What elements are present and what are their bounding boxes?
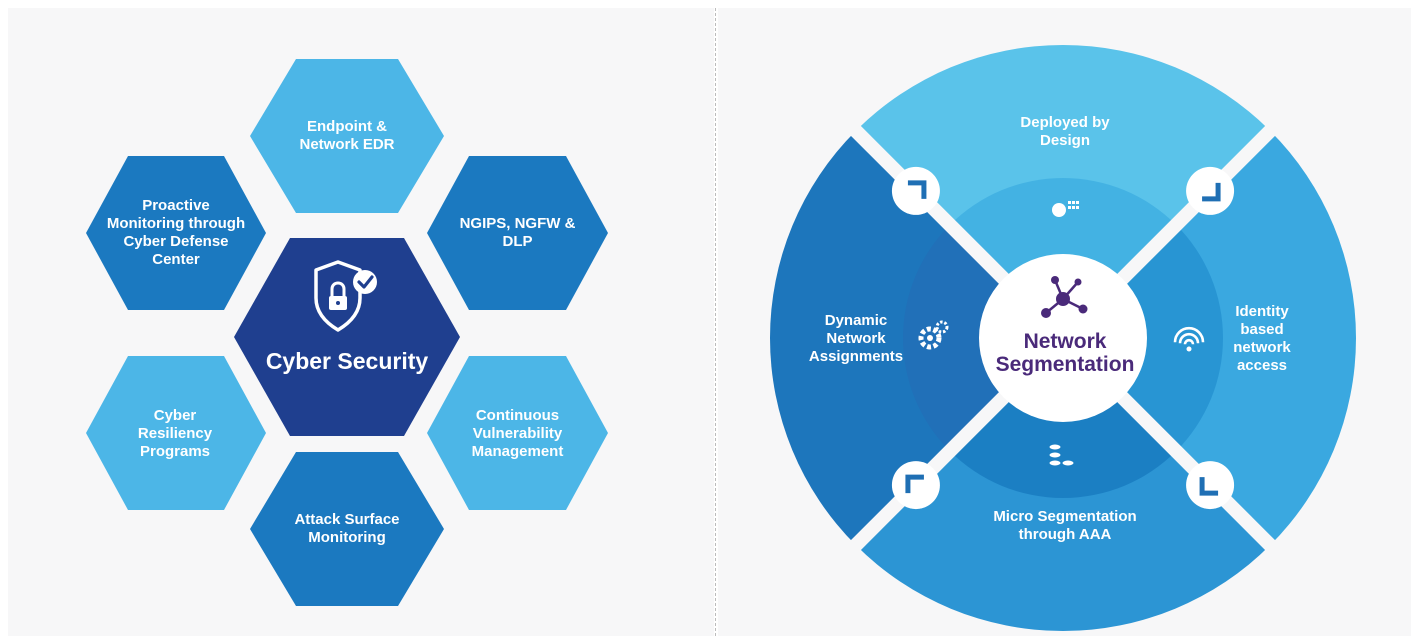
separator-3	[1108, 123, 1278, 293]
separator-0	[1108, 383, 1278, 553]
corner-badge-top-right-bracket-icon	[1202, 182, 1221, 202]
shield-lock-check-icon	[314, 260, 377, 332]
coins-icon-1	[1061, 459, 1075, 467]
gears-icon	[918, 326, 942, 350]
brain-pixel-dot	[1068, 206, 1071, 209]
gears-icon-small	[935, 320, 949, 334]
segment-top-label: Deployed by Design	[1020, 114, 1110, 149]
brain-pixel-dot	[1068, 201, 1071, 204]
wifi-icon-arc-0	[1173, 326, 1205, 343]
hexagon-ngips-label: NGIPS, NGFW & DLP	[459, 215, 576, 250]
corner-badge-bottom-left	[891, 461, 940, 510]
hexagon-proactive	[86, 156, 266, 310]
panel-divider	[715, 8, 716, 636]
segment-left-label: Dynamic Network Assignments	[808, 312, 904, 365]
center-hex-label: Cyber Security	[265, 348, 429, 374]
wifi-icon-arc-2	[1183, 338, 1195, 345]
center-circle-label-line1: Network	[1023, 330, 1107, 353]
corner-badge-bottom-right-bracket-icon	[1199, 477, 1219, 496]
wifi-icon-dot	[1186, 346, 1192, 352]
corner-badge-top-right	[1186, 166, 1235, 215]
corner-badge-bottom-right	[1186, 461, 1235, 510]
wifi-icon-arc-1	[1178, 332, 1200, 344]
network-nodes-icon	[1041, 276, 1088, 318]
hexagon-resiliency	[86, 356, 266, 510]
brain-pixel-dot	[1072, 201, 1075, 204]
hexagon-attack-surface	[250, 452, 444, 606]
brain-pixel-dot	[1076, 206, 1079, 209]
center-circle-label: Network Segmentation	[975, 330, 1155, 376]
hexagon-vulnerability	[427, 356, 608, 510]
brain-pixel-dot	[1076, 201, 1079, 204]
hexagon-attack-surface-label: Attack Surface Monitoring	[294, 511, 400, 546]
brain-pixel-dot	[1072, 206, 1075, 209]
hexagon-endpoint	[250, 59, 444, 213]
gears-icon-hub	[927, 335, 933, 341]
coins-icon-0	[1048, 459, 1062, 467]
hexagon-center	[234, 238, 460, 436]
hexagon-resiliency-label: Cyber Resiliency Programs	[137, 407, 213, 460]
brain-pixel-icon	[1052, 203, 1066, 217]
coins-icon-2	[1048, 451, 1062, 459]
corner-badge-top-left-bracket-icon	[907, 180, 927, 199]
hexagon-vulnerability-label: Continuous Vulnerability Management	[471, 407, 564, 460]
corner-badge-top-left	[891, 166, 940, 215]
hexagon-ngips	[427, 156, 608, 310]
center-circle	[979, 254, 1147, 422]
hexagon-endpoint-label: Endpoint & Network EDR	[299, 118, 395, 153]
hexagon-proactive-label: Proactive Monitoring through Cyber Defen…	[106, 197, 246, 268]
coins-icon-3	[1048, 443, 1062, 451]
corner-badge-bottom-left-bracket-icon	[905, 474, 924, 494]
segment-bottom-label: Micro Segmentation through AAA	[993, 508, 1137, 543]
center-circle-label-line2: Segmentation	[995, 353, 1135, 376]
segment-right-label: Identity based network access	[1233, 303, 1291, 374]
